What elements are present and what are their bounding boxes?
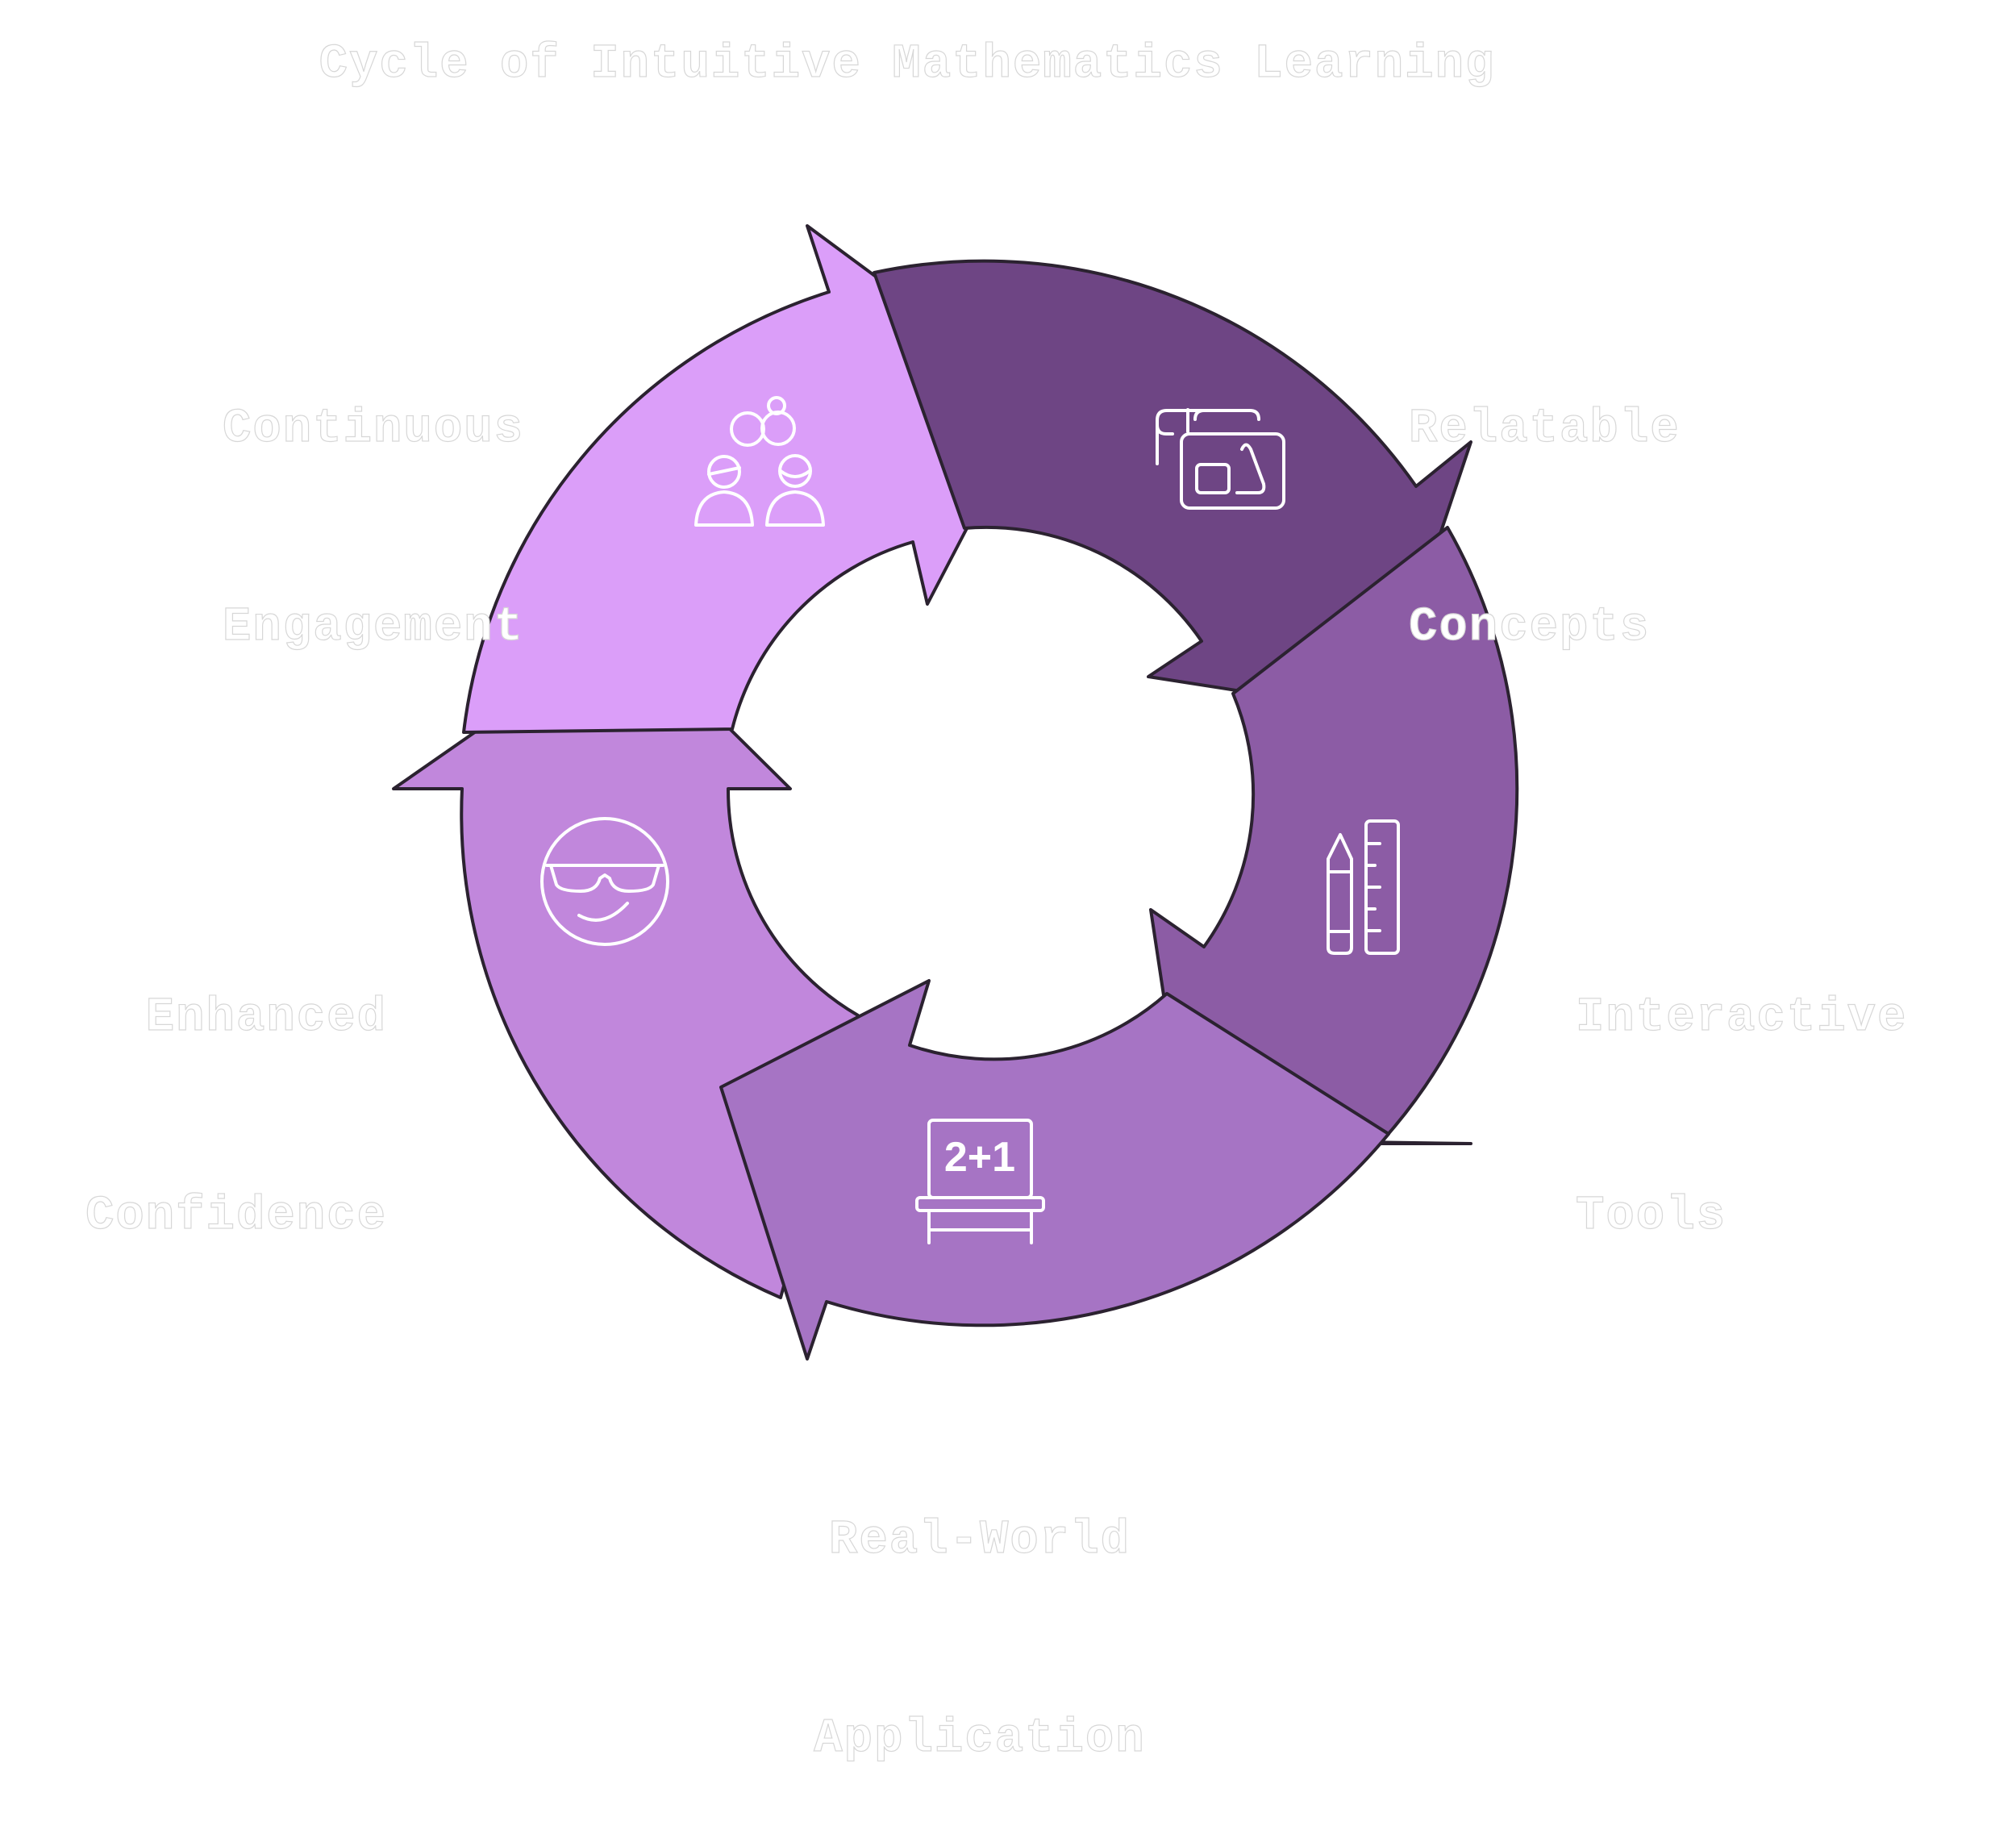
step-label-continuous-engagement: Continuous Engagement bbox=[222, 264, 525, 727]
step-label-line: Continuous bbox=[222, 401, 525, 456]
step-label-real-world-application: Real-World Application bbox=[726, 1375, 1234, 1838]
chalkboard-icon bbox=[915, 1119, 1045, 1244]
students-collaborating-icon bbox=[694, 396, 825, 527]
shapes-cards-icon bbox=[1156, 408, 1285, 510]
step-label-line: Relatable bbox=[1408, 401, 1681, 456]
cycle-diagram: 2+1 bbox=[392, 224, 1519, 1361]
cool-face-icon bbox=[540, 817, 669, 946]
arrow-segment-real-world-application bbox=[719, 979, 1390, 1361]
step-label-line: Real-World bbox=[828, 1512, 1131, 1567]
arrow-segment-interactive-tools bbox=[1149, 526, 1519, 1145]
step-label-line: Interactive bbox=[1575, 990, 1908, 1044]
step-label-line: Concepts bbox=[1408, 599, 1651, 654]
step-label-line: Application bbox=[814, 1711, 1146, 1765]
step-label-interactive-tools: Interactive Tools bbox=[1575, 852, 1908, 1315]
step-label-relatable-concepts: Relatable Concepts bbox=[1408, 264, 1681, 727]
arrow-segment-relatable-concepts bbox=[873, 259, 1472, 715]
step-label-enhanced-confidence: Enhanced Confidence bbox=[32, 852, 387, 1315]
step-label-line: Engagement bbox=[222, 599, 525, 654]
pencil-ruler-icon bbox=[1327, 819, 1400, 955]
arrow-segment-continuous-engagement bbox=[462, 224, 1038, 734]
step-label-line: Tools bbox=[1575, 1188, 1727, 1243]
chalkboard-text: 2+1 bbox=[944, 1134, 1015, 1181]
diagram-title: Cycle of Intuitive Mathematics Learning bbox=[319, 36, 1496, 91]
step-label-line: Confidence bbox=[85, 1188, 387, 1243]
step-label-line: Enhanced bbox=[145, 990, 387, 1044]
